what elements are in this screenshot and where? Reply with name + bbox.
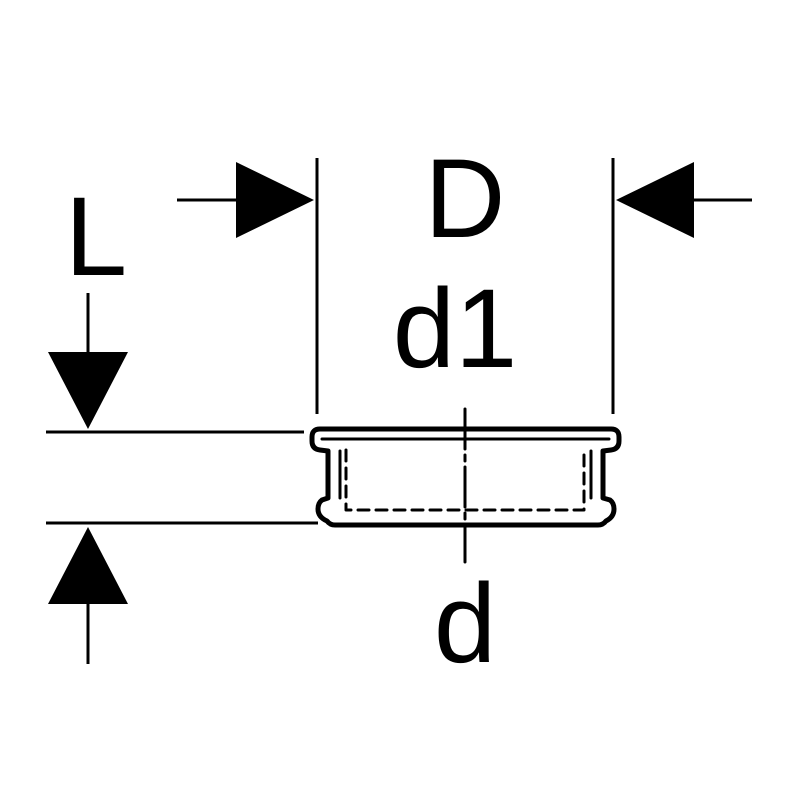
dimension-L [46, 293, 318, 664]
label-d: d [434, 561, 496, 686]
label-L: L [65, 174, 127, 299]
arrow-head-up-pointing [48, 527, 128, 604]
cap-outline [309, 426, 622, 528]
cap-part [309, 407, 622, 564]
hidden-inner-contour [344, 448, 586, 512]
dimension-D [177, 158, 752, 414]
arrow-head-right-pointing [236, 162, 314, 238]
arrow-head-down-pointing [48, 352, 128, 429]
arrow-head-left-pointing [616, 162, 694, 238]
label-d1: d1 [393, 266, 518, 391]
label-D: D [425, 136, 506, 261]
